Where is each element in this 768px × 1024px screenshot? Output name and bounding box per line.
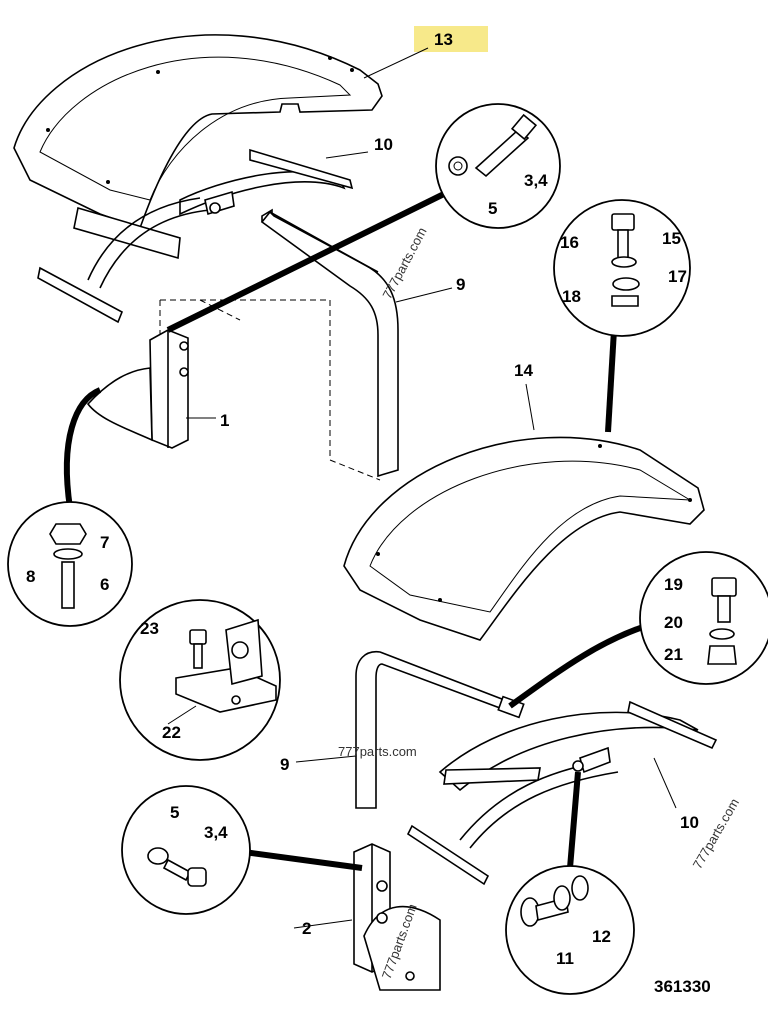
connector-line-5 (243, 849, 363, 871)
connector-line-1 (166, 187, 454, 333)
connector-line-2 (63, 387, 102, 509)
fender-13 (13, 34, 383, 230)
highlight-13 (414, 26, 488, 52)
label-9-lower: 9 (280, 755, 289, 774)
label-17: 17 (668, 267, 687, 286)
label-2: 2 (302, 919, 311, 938)
label-7: 7 (100, 533, 109, 552)
drawing-number: 361330 (654, 977, 711, 996)
connector-line-6 (567, 771, 581, 869)
detail-circle-bolt-19-21 (639, 551, 768, 685)
tube-9-lower (355, 651, 525, 809)
label-14: 14 (514, 361, 533, 380)
detail-circle-bolt-upper (435, 103, 561, 229)
label-3-4-lower: 3,4 (204, 823, 228, 842)
watermark-2: 777parts.com (338, 744, 417, 759)
label-6: 6 (100, 575, 109, 594)
label-16: 16 (560, 233, 579, 252)
detail-circle-plate-22-23 (119, 599, 281, 761)
tube-9-upper (260, 210, 399, 478)
label-12: 12 (592, 927, 611, 946)
connector-line-4 (508, 621, 653, 709)
label-15: 15 (662, 229, 681, 248)
watermark-3: 777parts.com (690, 796, 742, 872)
bracket-2 (353, 843, 441, 991)
label-3-4-upper: 3,4 (524, 171, 548, 190)
label-18: 18 (562, 287, 581, 306)
label-5-lower: 5 (170, 803, 179, 822)
detail-circle-bolt-15-18 (553, 199, 691, 337)
watermark-1: 777parts.com (379, 225, 429, 302)
label-8: 8 (26, 567, 35, 586)
detail-circle-stud-6-8 (7, 501, 133, 627)
dashed-outline-upper (159, 299, 381, 481)
bracket-10-upper (37, 148, 354, 324)
label-5-upper: 5 (488, 199, 497, 218)
detail-circle-bolt-lower (121, 785, 251, 915)
label-23: 23 (140, 619, 159, 638)
label-13: 13 (434, 30, 453, 49)
label-10-lower: 10 (680, 813, 699, 832)
label-9-upper: 9 (456, 275, 465, 294)
label-11: 11 (556, 949, 574, 968)
detail-circle-bolt-11-12 (505, 865, 635, 995)
connector-line-3 (605, 329, 617, 433)
fender-14 (343, 436, 705, 641)
bracket-1 (86, 329, 189, 449)
label-10-upper: 10 (374, 135, 393, 154)
label-1: 1 (220, 411, 229, 430)
label-21: 21 (664, 645, 683, 664)
label-19: 19 (664, 575, 683, 594)
label-22: 22 (162, 723, 181, 742)
leader-lines (167, 47, 677, 929)
label-20: 20 (664, 613, 683, 632)
bracket-10-lower (406, 700, 718, 886)
